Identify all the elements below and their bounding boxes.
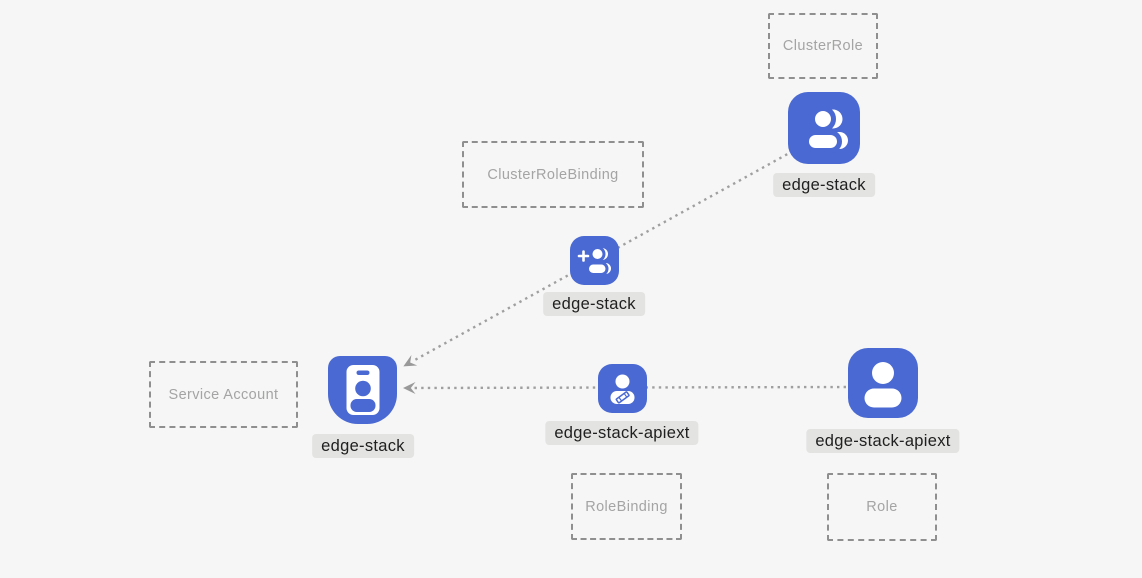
node-role-label[interactable]: edge-stack-apiext — [806, 429, 960, 453]
type-box-rolebinding: RoleBinding — [571, 473, 682, 540]
type-box-clusterrole: ClusterRole — [768, 13, 878, 79]
type-box-rolebinding-label: RoleBinding — [585, 498, 668, 515]
type-box-role: Role — [827, 473, 937, 541]
user-plus-icon — [570, 236, 619, 285]
node-serviceaccount-edge-stack[interactable] — [328, 356, 397, 424]
node-clusterrolebinding-edge-stack[interactable] — [570, 236, 619, 285]
node-rolebinding-edge-stack-apiext[interactable] — [598, 364, 647, 413]
user-icon — [848, 348, 918, 418]
type-box-clusterrolebinding: ClusterRoleBinding — [462, 141, 644, 208]
type-box-serviceaccount-label: Service Account — [168, 386, 279, 403]
users-icon — [788, 92, 860, 164]
node-role-edge-stack-apiext[interactable] — [848, 348, 918, 418]
node-clusterrolebinding-label[interactable]: edge-stack — [543, 292, 645, 316]
node-clusterrole-edge-stack[interactable] — [788, 92, 860, 164]
type-box-serviceaccount: Service Account — [149, 361, 298, 428]
type-box-clusterrolebinding-label: ClusterRoleBinding — [487, 166, 619, 183]
node-clusterrole-label[interactable]: edge-stack — [773, 173, 875, 197]
type-box-role-label: Role — [866, 499, 898, 515]
node-serviceaccount-label[interactable]: edge-stack — [312, 434, 414, 458]
id-badge-icon — [328, 356, 397, 424]
node-rolebinding-label[interactable]: edge-stack-apiext — [545, 421, 699, 445]
type-box-clusterrole-label: ClusterRole — [782, 38, 864, 54]
user-edit-icon — [598, 364, 647, 413]
